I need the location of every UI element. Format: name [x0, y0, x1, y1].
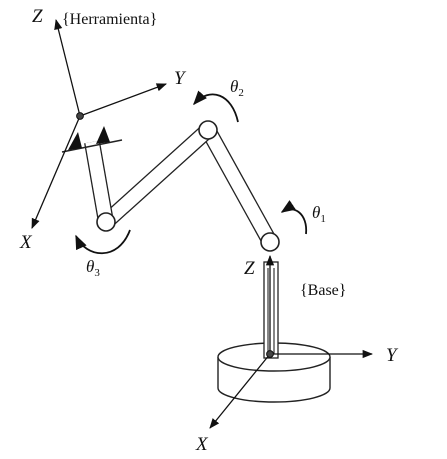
theta-3-rotation-arrow — [75, 229, 131, 255]
base-z-label: Z — [244, 258, 255, 279]
tool-y-label: Y — [174, 68, 187, 89]
theta-1-rotation-arrow — [280, 200, 307, 235]
tool-frame-axes — [31, 18, 167, 229]
base-x-label: X — [195, 434, 209, 455]
link-middle — [100, 124, 214, 228]
joint-1 — [260, 232, 280, 252]
theta-2-label: θ2 — [230, 77, 244, 99]
link-wrist — [84, 140, 114, 224]
tool-x-label: X — [19, 232, 33, 253]
gripper — [61, 126, 123, 153]
link-upper — [201, 126, 277, 246]
joint-2 — [198, 120, 218, 140]
base-y-label: Y — [386, 345, 399, 366]
base-column — [263, 261, 279, 359]
theta-2-rotation-arrow — [193, 90, 239, 123]
tool-z-label: Z — [32, 6, 43, 27]
base-frame-origin — [266, 350, 274, 358]
base-frame-axes — [209, 254, 374, 429]
tool-frame-label: {Herramienta} — [62, 11, 157, 28]
theta-1-label: θ1 — [312, 203, 326, 225]
joint-3 — [96, 212, 116, 232]
theta-3-label: θ3 — [86, 257, 100, 279]
base-frame-label: {Base} — [300, 282, 346, 299]
tool-frame-origin — [76, 112, 84, 120]
